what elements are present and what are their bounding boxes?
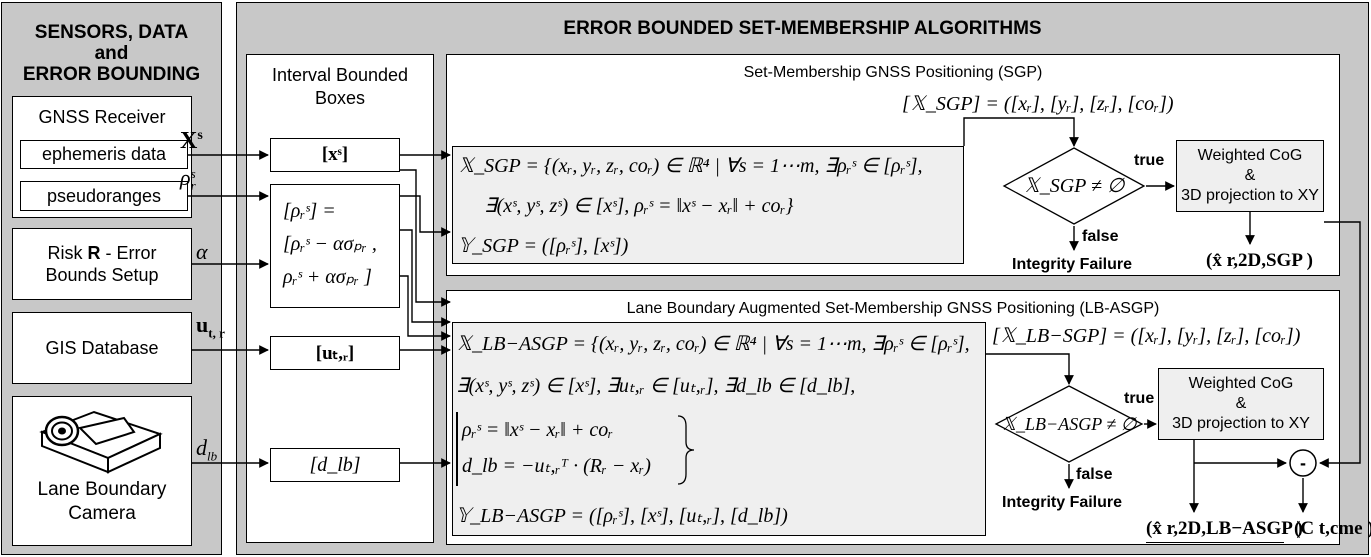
sgp-decision-diamond <box>1002 147 1146 225</box>
lb-asgp-output-set: [𝕏_LB−SGP] = ([xᵣ], [yᵣ], [zᵣ], [coᵣ]) <box>992 325 1301 347</box>
signal-lane-normal: ut, r <box>196 312 225 341</box>
signal-satellite-position: Xs <box>180 128 203 154</box>
sgp-true-label: true <box>1134 152 1165 169</box>
lb-asgp-equation-range: ρᵣˢ = ‖xˢ − xᵣ‖ + coᵣ <box>462 419 614 441</box>
sgp-output-set: [𝕏_SGP] = ([xᵣ], [yᵣ], [zᵣ], [coᵣ]) <box>902 93 1174 115</box>
signal-lane-distance: dlb <box>196 435 218 464</box>
sgp-equations-box <box>452 146 964 264</box>
sgp-equation-measurements: 𝕐_SGP = ([ρᵣˢ], [xˢ]) <box>458 235 629 257</box>
sgp-cog-box: Weighted CoG & 3D projection to XY <box>1176 140 1324 212</box>
interval-boxes-title: Interval Bounded Boxes <box>271 65 409 108</box>
sgp-integrity-failure: Integrity Failure <box>1012 256 1133 273</box>
lb-asgp-position-underline <box>1146 542 1284 544</box>
cross-track-error-output: (C t,cme ) <box>1294 518 1371 539</box>
lb-asgp-equation-lane: d_lb = −uₜ,ᵣᵀ · (Rᵣ − xᵣ) <box>462 455 651 477</box>
lb-asgp-brace-right <box>677 415 695 485</box>
lb-asgp-equations-box <box>452 322 986 536</box>
sgp-title: Set-Membership GNSS Positioning (SGP) <box>743 64 1043 81</box>
lb-asgp-equation-measurements: 𝕐_LB−ASGP = ([ρᵣˢ], [xˢ], [uₜ,ᵣ], [d_lb]… <box>456 505 788 527</box>
signal-risk-alpha: α <box>196 239 208 264</box>
lb-asgp-false-label: false <box>1076 466 1113 483</box>
lb-asgp-decision-label: 𝕏_LB−ASGP ≠ ∅ <box>1001 414 1137 434</box>
interval-box-lane-distance: [d_lb] <box>270 448 400 482</box>
projector-camera-icon <box>39 410 163 474</box>
sgp-decision-label: 𝕏_SGP ≠ ∅ <box>1023 175 1125 197</box>
sgp-equation-feasible-set: 𝕏_SGP = {(xᵣ, yᵣ, zᵣ, coᵣ) ∈ ℝ⁴ | ∀s = 1… <box>458 155 923 177</box>
lb-asgp-cog-box: Weighted CoG & 3D projection to XY <box>1158 368 1324 440</box>
pseudoranges-box: pseudoranges <box>20 181 188 211</box>
sgp-false-label: false <box>1082 228 1119 245</box>
algorithms-header: ERROR BOUNDED SET-MEMBERSHIP ALGORITHMS <box>563 18 1042 39</box>
lb-asgp-true-label: true <box>1124 390 1155 407</box>
gnss-receiver-label: GNSS Receiver <box>38 106 166 127</box>
camera-label: Lane Boundary Camera <box>37 479 167 524</box>
sgp-equation-constraints: ∃(xˢ, yˢ, zˢ) ∈ [xˢ], ρᵣˢ = ‖xˢ − xᵣ‖ + … <box>484 195 794 217</box>
difference-operator-circle <box>1289 449 1317 477</box>
sgp-position-estimate: (x̂ r,2D,SGP ) <box>1206 250 1313 271</box>
interval-box-pseudorange: [ρᵣˢ] = [ρᵣˢ − ασₚᵣ , ρᵣˢ + ασₚᵣ ] <box>270 184 400 308</box>
gis-database-box: GIS Database <box>12 312 192 384</box>
difference-operator-label: - <box>1300 452 1306 473</box>
lb-asgp-brace-left <box>456 412 458 486</box>
lb-asgp-position-estimate: (x̂ r,2D,LB−ASGP ) <box>1146 518 1303 539</box>
interval-box-lane-normal: [uₜ,ᵣ] <box>270 336 400 370</box>
ephemeris-box: ephemeris data <box>20 140 188 169</box>
lb-asgp-decision-diamond <box>994 385 1144 463</box>
interval-box-satellite-position: [xˢ] <box>270 138 400 172</box>
lb-asgp-title: Lane Boundary Augmented Set-Membership G… <box>626 300 1160 317</box>
lb-asgp-equation-feasible-set: 𝕏_LB−ASGP = {(xᵣ, yᵣ, zᵣ, coᵣ) ∈ ℝ⁴ | ∀s… <box>456 333 970 355</box>
lb-asgp-integrity-failure: Integrity Failure <box>1002 494 1123 511</box>
risk-setup-box: Risk R - Error Bounds Setup <box>12 228 192 300</box>
sensors-header: SENSORS, DATA and ERROR BOUNDING <box>22 22 201 85</box>
lb-asgp-equation-constraints: ∃(xˢ, yˢ, zˢ) ∈ [xˢ], ∃uₜ,ᵣ ∈ [uₜ,ᵣ], ∃d… <box>456 375 856 397</box>
